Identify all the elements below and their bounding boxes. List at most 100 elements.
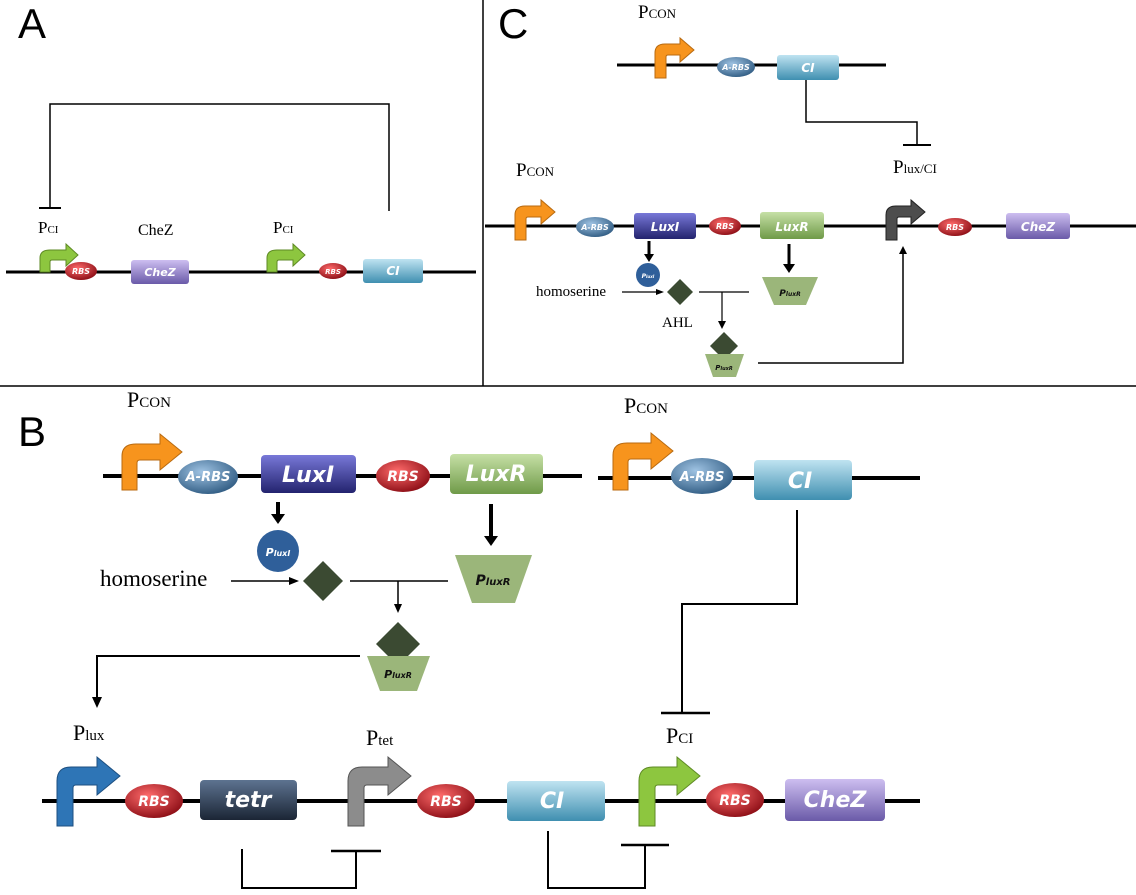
arbs-c2-label: A-RBS bbox=[580, 223, 609, 232]
gene-chez-b-label: CheZ bbox=[804, 788, 868, 813]
promoter-pcon-icon-c1 bbox=[654, 36, 695, 79]
label-ptet: Ptet bbox=[366, 725, 394, 750]
rbs-c1-label: RBS bbox=[716, 222, 734, 231]
protein-pluxr-complex-b bbox=[367, 656, 430, 691]
protein-pluxr-complex-c bbox=[705, 354, 744, 377]
label-pcon-c2: PCON bbox=[516, 160, 555, 181]
protein-pluxr-b bbox=[455, 555, 532, 603]
protein-pluxr-b-label: PluxR bbox=[476, 573, 511, 589]
rbs-a2-label: RBS bbox=[325, 268, 341, 276]
rbs-a2 bbox=[319, 263, 347, 279]
label-pci-2: PCI bbox=[273, 218, 294, 237]
gene-ci-a-label: CI bbox=[386, 264, 400, 278]
rbs-a1 bbox=[65, 262, 97, 280]
protein-pluxi-b-label: PluxI bbox=[266, 546, 291, 559]
arbs-c2 bbox=[576, 217, 614, 237]
repression-bracket-ci bbox=[547, 831, 646, 889]
arbs-b2-label: A-RBS bbox=[679, 470, 725, 485]
promoter-pcon-icon-c2 bbox=[514, 198, 556, 241]
panel-letter-c: C bbox=[498, 0, 528, 47]
protein-pluxi-c bbox=[636, 263, 660, 287]
gene-ci-b2-label: CI bbox=[540, 789, 564, 814]
gene-luxi-b-label: LuxI bbox=[282, 463, 334, 488]
gene-ci-c-label: CI bbox=[801, 61, 815, 75]
gene-luxr-c-label: LuxR bbox=[775, 220, 808, 234]
gene-ci-b1 bbox=[754, 460, 852, 500]
gene-chez-a bbox=[131, 260, 189, 284]
protein-pluxi-c-label: PluxI bbox=[642, 273, 655, 280]
gene-ci-a bbox=[363, 259, 423, 283]
label-pcon-c1: PCON bbox=[638, 2, 677, 23]
rbs-b2-label: RBS bbox=[138, 794, 170, 810]
label-ahl: AHL bbox=[662, 315, 693, 331]
label-pcon-b1: PCON bbox=[127, 387, 171, 412]
gene-chez-c-label: CheZ bbox=[1021, 220, 1055, 234]
rbs-b1-label: RBS bbox=[387, 469, 419, 485]
promoter-pci-icon-b bbox=[638, 755, 701, 827]
ahl-complex-diamond-c bbox=[710, 332, 738, 360]
arbs-c1-label: A-RBS bbox=[721, 63, 750, 72]
label-pluxci: Plux/CI bbox=[893, 157, 937, 178]
repression-line-b1 bbox=[681, 510, 798, 713]
promoter-plux-icon bbox=[56, 755, 121, 827]
arbs-c1 bbox=[717, 57, 755, 77]
gene-luxr-b bbox=[450, 454, 543, 494]
ahl-diamond-b bbox=[303, 561, 343, 601]
label-chez-protein: CheZ bbox=[138, 222, 174, 239]
repression-line-c bbox=[805, 80, 918, 145]
panel-a: PCI CheZ PCI RBS CheZ RBS CI bbox=[6, 103, 476, 284]
rbs-a1-label: RBS bbox=[72, 267, 90, 276]
gene-luxr-b-label: LuxR bbox=[466, 462, 527, 487]
gene-ci-b1-label: CI bbox=[788, 469, 812, 494]
label-homoserine-b: homoserine bbox=[100, 566, 207, 591]
ahl-complex-diamond-b bbox=[376, 622, 420, 666]
rbs-b3-label: RBS bbox=[430, 794, 462, 810]
arbs-b1-label: A-RBS bbox=[185, 470, 231, 485]
arbs-b1 bbox=[178, 460, 238, 494]
rbs-c1 bbox=[709, 217, 741, 235]
rbs-b4 bbox=[706, 783, 764, 817]
label-pci-b: PCI bbox=[666, 723, 693, 748]
promoter-pci-icon-a2 bbox=[266, 242, 306, 273]
gene-chez-b bbox=[785, 779, 885, 821]
rbs-b2 bbox=[125, 784, 183, 818]
rbs-b4-label: RBS bbox=[719, 793, 751, 809]
gene-ci-c bbox=[777, 55, 839, 80]
gene-ci-b2 bbox=[507, 781, 605, 821]
repression-bracket-a bbox=[49, 103, 390, 211]
gene-chez-c bbox=[1006, 213, 1070, 239]
gene-tetr-label: tetr bbox=[225, 788, 273, 813]
label-homoserine-c: homoserine bbox=[536, 284, 606, 300]
panel-letter-b: B bbox=[18, 408, 46, 455]
ahl-diamond-c bbox=[667, 279, 693, 305]
label-pcon-b2: PCON bbox=[624, 393, 668, 418]
rbs-b3 bbox=[417, 784, 475, 818]
label-plux: Plux bbox=[73, 720, 105, 745]
rbs-b1 bbox=[376, 460, 430, 492]
protein-pluxr-c bbox=[762, 277, 818, 305]
gene-chez-a-label: CheZ bbox=[144, 266, 176, 279]
promoter-pcon-icon-b2 bbox=[612, 431, 674, 491]
promoter-pcon-icon-b1 bbox=[121, 432, 183, 491]
panel-letter-a: A bbox=[18, 0, 46, 47]
promoter-pluxci-icon bbox=[885, 198, 926, 241]
protein-pluxr-complex-b-label: PluxR bbox=[384, 668, 412, 681]
protein-pluxr-c-label: PluxR bbox=[779, 289, 801, 299]
rbs-c2-label: RBS bbox=[946, 223, 964, 232]
promoter-ptet-icon bbox=[347, 755, 412, 827]
label-pci-1: PCI bbox=[38, 218, 59, 237]
protein-pluxr-complex-c-label: PluxR bbox=[715, 364, 733, 372]
gene-luxr-c bbox=[760, 212, 824, 239]
gene-luxi-c-label: LuxI bbox=[651, 220, 680, 234]
arbs-b2 bbox=[671, 458, 733, 494]
gene-luxi-c bbox=[634, 213, 696, 239]
gene-luxi-b bbox=[261, 455, 356, 493]
panel-c: PCON A-RBS CI Plux/CI PCON A-RBS LuxI RB… bbox=[485, 2, 1136, 377]
promoter-pci-icon-a1 bbox=[39, 242, 79, 273]
activation-line-b bbox=[96, 655, 360, 700]
protein-pluxi-b bbox=[257, 530, 299, 572]
panel-b: PCON A-RBS LuxI RBS LuxR PCON A-RBS CI P… bbox=[42, 387, 920, 889]
rbs-c2 bbox=[938, 218, 972, 236]
repression-bracket-tetr bbox=[241, 849, 357, 889]
